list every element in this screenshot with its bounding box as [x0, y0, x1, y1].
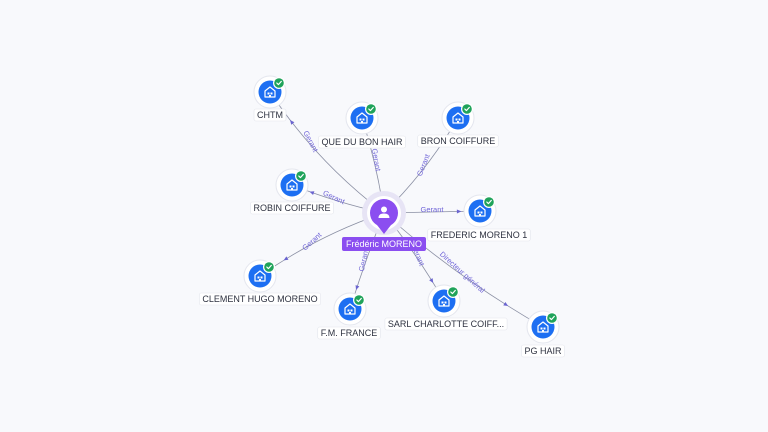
- verified-check-icon: [263, 261, 275, 273]
- person-label-bg: [341, 237, 427, 251]
- center-person-node[interactable]: Frédéric MORENO: [341, 191, 427, 251]
- company-node-que-du-bon-hair[interactable]: QUE DU BON HAIR: [318, 101, 406, 149]
- edge-relation-label: Gerant: [421, 205, 445, 214]
- edge-arrow: [290, 119, 295, 125]
- company-name[interactable]: BRON COIFFURE: [421, 136, 496, 146]
- node-label-bg: [250, 201, 334, 215]
- building-icon: [264, 86, 276, 98]
- company-name[interactable]: ROBIN COIFFURE: [253, 203, 330, 213]
- verified-check-icon: [273, 77, 285, 89]
- company-name[interactable]: CLEMENT HUGO MORENO: [202, 294, 317, 304]
- company-name[interactable]: PG HAIR: [524, 346, 562, 356]
- node-label-bg: [521, 344, 565, 358]
- company-node-robin-coiffure[interactable]: ROBIN COIFFURE: [250, 168, 334, 215]
- edge-relation-label: Gerant: [301, 129, 320, 154]
- node-label-bg: [199, 292, 321, 306]
- verified-check-icon: [546, 312, 558, 324]
- node-label-bg: [427, 228, 531, 242]
- company-name[interactable]: QUE DU BON HAIR: [321, 137, 403, 147]
- verified-check-icon: [461, 103, 473, 115]
- center-person-name[interactable]: Frédéric MORENO: [346, 239, 422, 249]
- edge-relation-label: Gerant: [370, 148, 383, 173]
- edge-arrow: [283, 256, 289, 261]
- company-node-frederic-moreno-1[interactable]: FREDERIC MORENO 1: [427, 194, 531, 242]
- edge-arrow: [503, 301, 509, 307]
- company-node-bron-coiffure[interactable]: BRON COIFFURE: [417, 101, 499, 148]
- company-node-sarl-charlotte-coiff[interactable]: SARL CHARLOTTE COIFF...: [384, 284, 508, 331]
- building-icon: [452, 112, 464, 124]
- company-node-fm-france[interactable]: F.M. FRANCE: [317, 292, 381, 340]
- building-icon: [344, 303, 356, 315]
- edge-arrow: [309, 191, 315, 196]
- edge-arrow: [429, 278, 434, 283]
- node-label-bg: [417, 134, 499, 148]
- edge-arrow: [456, 209, 462, 214]
- edge-relation-label: Gerant: [415, 152, 432, 177]
- edge-line: [383, 212, 544, 328]
- node-label-bg: [317, 326, 381, 340]
- building-icon: [254, 270, 266, 282]
- node-label-bg: [318, 135, 406, 149]
- person-icon: [378, 206, 390, 218]
- building-icon: [537, 321, 549, 333]
- node-label-bg: [384, 317, 508, 331]
- company-node-pg-hair[interactable]: PG HAIR: [521, 310, 565, 358]
- company-name[interactable]: SARL CHARLOTTE COIFF...: [388, 319, 504, 329]
- company-name[interactable]: F.M. FRANCE: [321, 328, 378, 338]
- verified-check-icon: [447, 286, 459, 298]
- verified-check-icon: [295, 170, 307, 182]
- verified-check-icon: [483, 196, 495, 208]
- verified-check-icon: [365, 103, 377, 115]
- company-name[interactable]: FREDERIC MORENO 1: [431, 230, 528, 240]
- building-icon: [438, 295, 450, 307]
- node-label-bg: [253, 108, 287, 122]
- company-node-chtm[interactable]: CHTM: [253, 75, 287, 122]
- person-pin-tip: [377, 225, 391, 234]
- company-node-clement-hugo-moreno[interactable]: CLEMENT HUGO MORENO: [199, 259, 321, 306]
- company-name[interactable]: CHTM: [257, 110, 283, 120]
- verified-check-icon: [353, 294, 365, 306]
- person-circle: [370, 199, 398, 227]
- edge-arrow: [355, 285, 360, 291]
- edge-relation-label: Gerant: [300, 230, 324, 253]
- building-icon: [474, 205, 486, 217]
- building-icon: [356, 112, 368, 124]
- building-icon: [286, 179, 298, 191]
